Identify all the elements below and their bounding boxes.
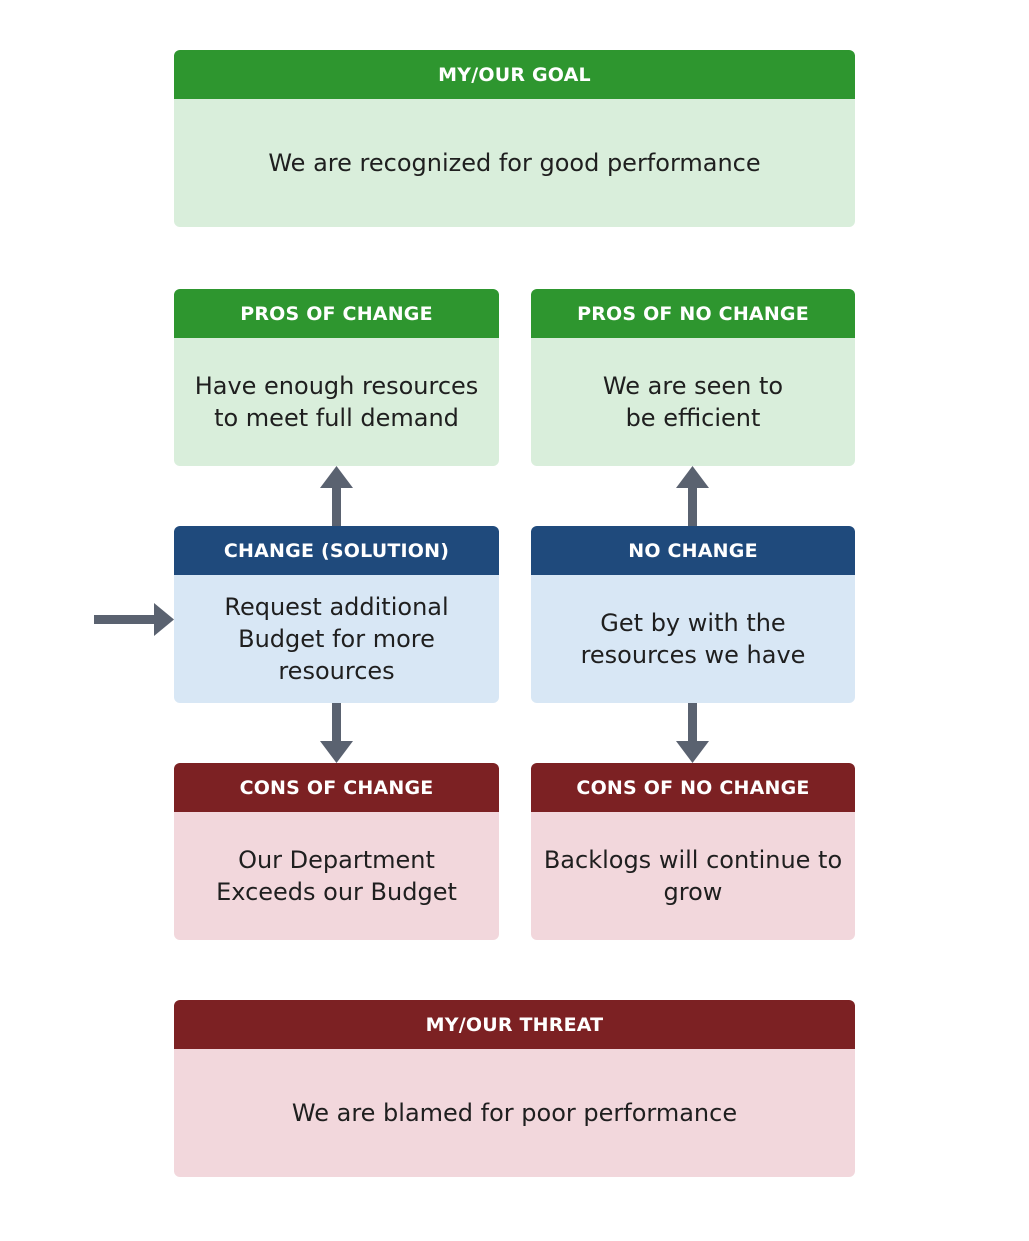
pros-of-change-card: PROS OF CHANGE Have enough resources to …	[174, 289, 499, 466]
arrow-no-change-to-pros	[676, 466, 709, 526]
pros-of-no-change-card: PROS OF NO CHANGE We are seen to be effi…	[531, 289, 855, 466]
arrow-into-change	[94, 603, 174, 636]
threat-card: MY/OUR THREAT We are blamed for poor per…	[174, 1000, 855, 1177]
goal-card: MY/OUR GOAL We are recognized for good p…	[174, 50, 855, 227]
goal-text: We are recognized for good performance	[174, 99, 855, 227]
cons-of-change-title: CONS OF CHANGE	[174, 763, 499, 812]
pros-of-change-title: PROS OF CHANGE	[174, 289, 499, 338]
pros-of-no-change-text: We are seen to be efficient	[531, 338, 855, 466]
change-solution-text: Request additional Budget for more resou…	[174, 575, 499, 703]
no-change-title: NO CHANGE	[531, 526, 855, 575]
cons-of-change-text: Our Department Exceeds our Budget	[174, 812, 499, 940]
threat-text: We are blamed for poor performance	[174, 1049, 855, 1177]
threat-title: MY/OUR THREAT	[174, 1000, 855, 1049]
change-solution-title: CHANGE (SOLUTION)	[174, 526, 499, 575]
no-change-card: NO CHANGE Get by with the resources we h…	[531, 526, 855, 703]
arrow-change-to-cons	[320, 703, 353, 763]
pros-of-no-change-title: PROS OF NO CHANGE	[531, 289, 855, 338]
arrow-no-change-to-cons	[676, 703, 709, 763]
no-change-text: Get by with the resources we have	[531, 575, 855, 703]
cons-of-no-change-title: CONS OF NO CHANGE	[531, 763, 855, 812]
cons-of-no-change-text: Backlogs will continue to grow	[531, 812, 855, 940]
cons-of-change-card: CONS OF CHANGE Our Department Exceeds ou…	[174, 763, 499, 940]
pros-of-change-text: Have enough resources to meet full deman…	[174, 338, 499, 466]
cons-of-no-change-card: CONS OF NO CHANGE Backlogs will continue…	[531, 763, 855, 940]
change-solution-card: CHANGE (SOLUTION) Request additional Bud…	[174, 526, 499, 703]
goal-title: MY/OUR GOAL	[174, 50, 855, 99]
arrow-change-to-pros	[320, 466, 353, 526]
